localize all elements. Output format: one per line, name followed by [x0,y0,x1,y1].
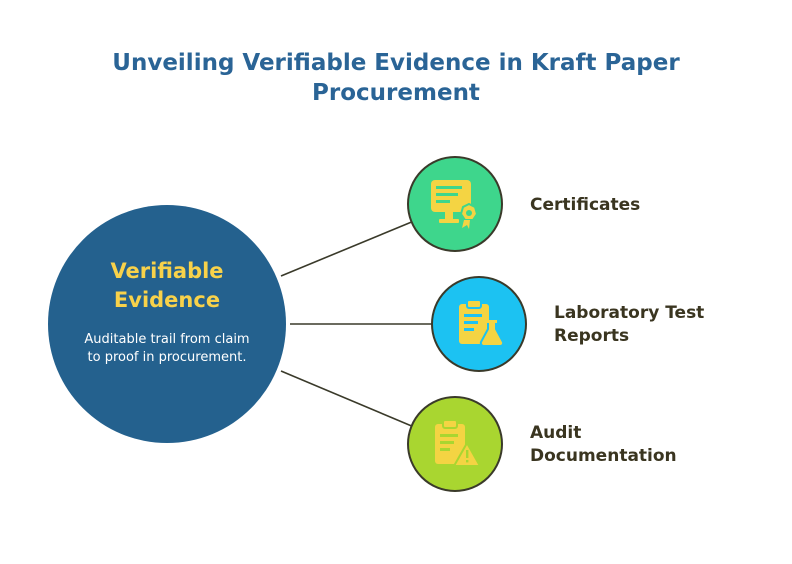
label-certificates: Certificates [530,195,641,215]
hub-circle: Verifiable Evidence Auditable trail from… [48,205,286,443]
label-audit-documentation: Audit Documentation [530,423,677,466]
label-laboratory-test-reports: Laboratory Test Reports [554,303,705,346]
lab-report-flask-icon [459,299,505,347]
page-title: Unveiling Verifiable Evidence in Kraft P… [0,48,792,108]
laboratory-node [431,276,527,372]
certificates-node [407,156,503,252]
certificate-monitor-icon [431,180,479,229]
connector-certificates [280,220,415,277]
hub-description: Auditable trail from claim to proof in p… [84,332,250,365]
audit-clipboard-warning-icon [435,419,481,467]
hub-title: Verifiable Evidence [110,259,224,312]
audit-node [407,396,503,492]
connector-audit [280,370,415,428]
title-line-1: Unveiling Verifiable Evidence in Kraft P… [112,50,680,76]
title-line-2: Procurement [312,80,480,106]
